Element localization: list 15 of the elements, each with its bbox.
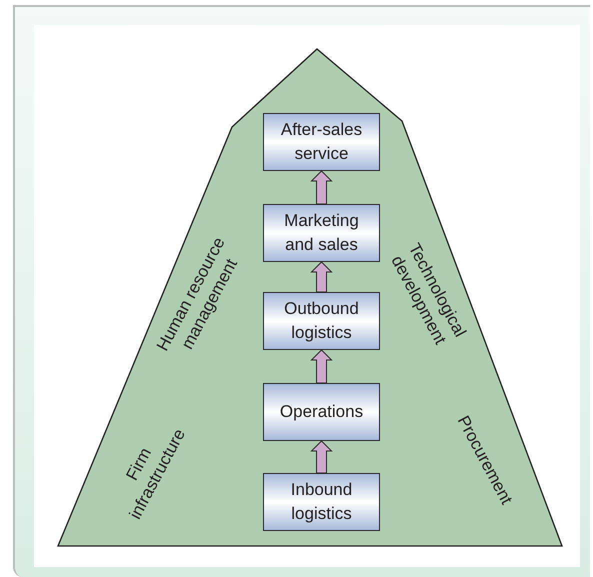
- activity-box: [263, 204, 380, 262]
- activity-label: Outbound logistics: [283, 298, 360, 344]
- pentagon-shape: [58, 49, 562, 546]
- block-arrow: [310, 170, 333, 204]
- activity-label: Inbound logistics: [290, 479, 354, 525]
- activity-box: [263, 473, 380, 531]
- activity-label: Operations: [280, 401, 364, 423]
- activity-box: [263, 383, 380, 441]
- activity-label: After-sales service: [280, 119, 364, 165]
- activity-box: [263, 113, 380, 171]
- block-arrow: [310, 349, 333, 384]
- activity-box: [263, 292, 380, 350]
- activity-label: Marketing and sales: [283, 210, 360, 256]
- block-arrow: [310, 440, 333, 474]
- block-arrow: [310, 261, 333, 292]
